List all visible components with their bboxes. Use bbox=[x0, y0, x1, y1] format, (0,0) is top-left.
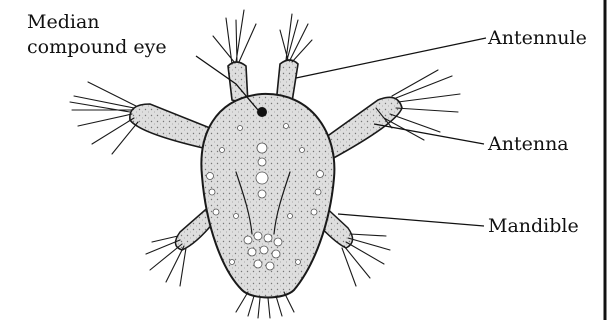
median-eye bbox=[257, 107, 267, 117]
antenna-left bbox=[70, 82, 215, 154]
leader-antenna bbox=[374, 124, 484, 144]
label-mandible: Mandible bbox=[488, 215, 579, 237]
antennule-right bbox=[276, 14, 312, 104]
mandible-left bbox=[146, 204, 214, 286]
label-antenna: Antenna bbox=[487, 133, 569, 155]
antenna-right bbox=[322, 70, 460, 160]
leader-antennule bbox=[296, 38, 486, 78]
label-antennule: Antennule bbox=[487, 27, 587, 49]
label-median-line2: compound eye bbox=[27, 36, 167, 58]
label-median-line1: Median bbox=[27, 11, 100, 33]
leader-mandible bbox=[338, 214, 484, 226]
antennule-left bbox=[213, 10, 256, 104]
